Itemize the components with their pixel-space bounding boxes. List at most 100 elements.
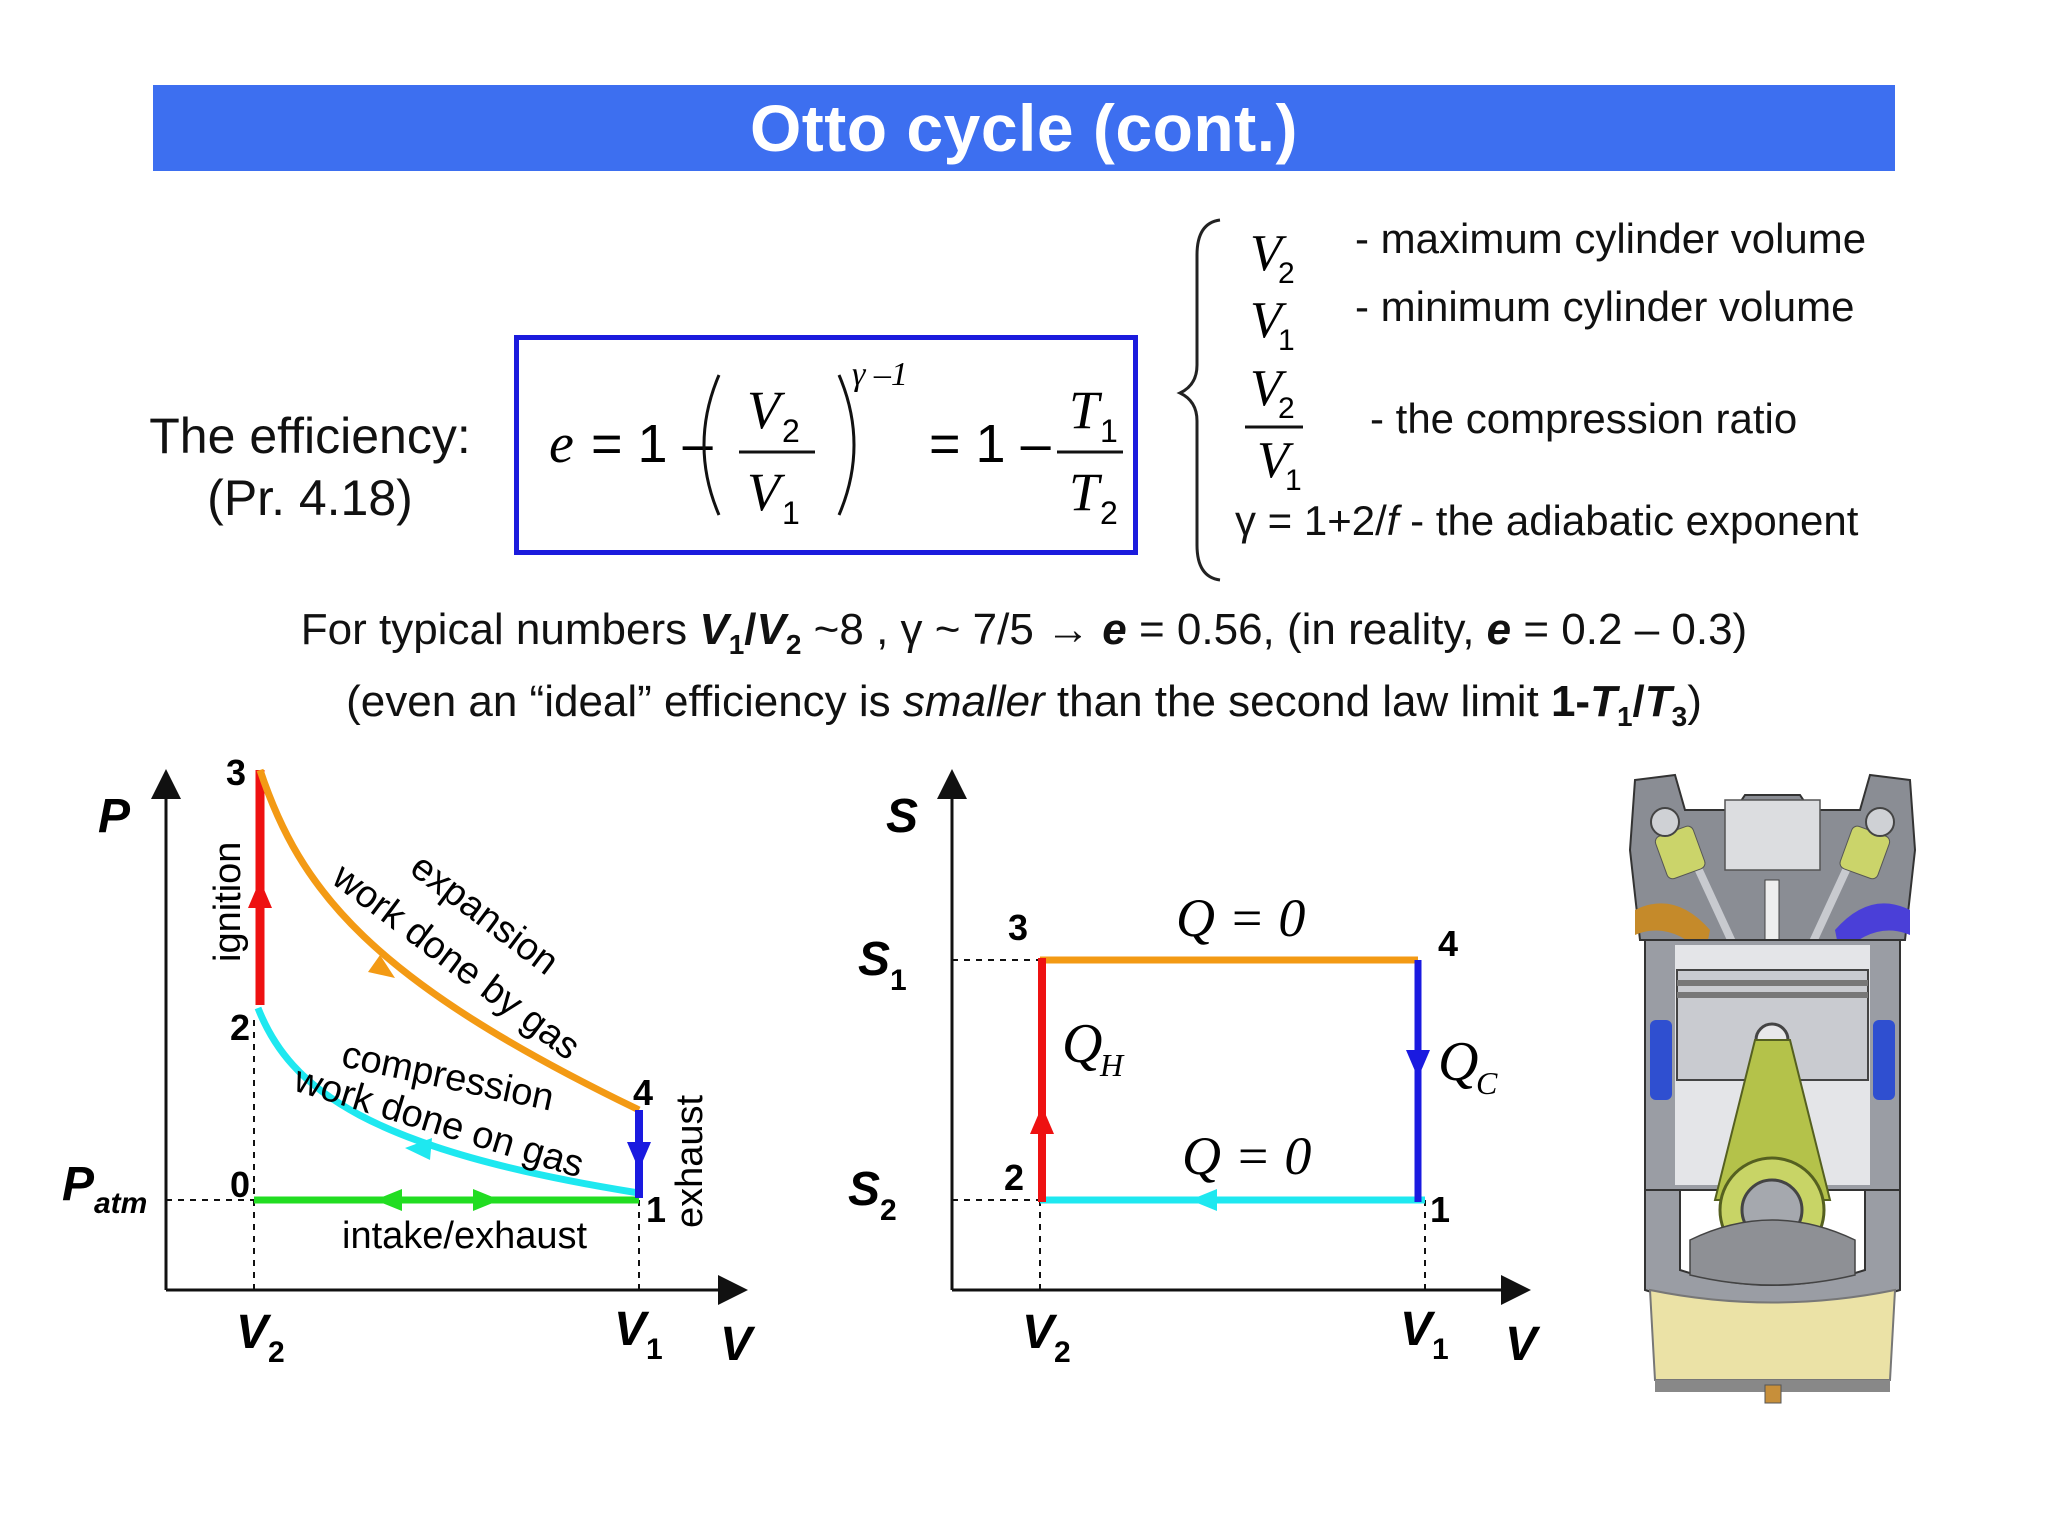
patm-label: P (62, 1158, 95, 1211)
def-ratio-den-sub: 1 (1285, 464, 1302, 497)
pv-compression-curve (254, 1006, 640, 1197)
def-v1-sub: 1 (1278, 324, 1295, 357)
formula-left-paren (702, 374, 721, 516)
combustion-chamber (1724, 799, 1821, 871)
def-ratio-den: V (1257, 432, 1294, 489)
pv-v2-label: V (236, 1306, 272, 1359)
def-v1-symbol: V (1250, 292, 1287, 349)
intake-cam (1650, 807, 1680, 837)
sv-point-2: 2 (1004, 1157, 1024, 1198)
sv-compression-arrow (1190, 1189, 1217, 1211)
formula-num-sub: 2 (782, 413, 800, 449)
formula-t-den: T (1069, 462, 1103, 522)
typical-numbers-line: For typical numbers V1/V2 ~8 , γ ~ 7/5 →… (300, 605, 1748, 660)
sv-heat-out-arrow (1406, 1050, 1430, 1078)
pv-point-3: 3 (226, 752, 246, 793)
formula-den-sub: 1 (782, 495, 800, 531)
second-law-line: (even an “ideal” efficiency is smaller t… (346, 677, 1702, 732)
def-gamma-f: f (1386, 497, 1399, 544)
def-gamma-symbol: γ = 1+2/ (1235, 497, 1387, 544)
formula-t-num-sub: 1 (1100, 413, 1118, 449)
pv-compression-arrow (405, 1138, 432, 1160)
pv-expansion-curve (256, 768, 641, 1114)
patm-sub: atm (94, 1187, 147, 1220)
counterweight (1689, 1219, 1856, 1286)
pv-intake-arrow-left (375, 1189, 402, 1211)
pv-v1-label: V (614, 1303, 650, 1356)
sv-v2-sub: 2 (1054, 1336, 1071, 1369)
sv-qc-sub: C (1476, 1065, 1498, 1101)
def-v2-sub: 2 (1278, 257, 1295, 290)
def-ratio-text: - the compression ratio (1370, 395, 1798, 442)
sv-q-top: Q = 0 (1176, 888, 1305, 948)
efficiency-label-line1: The efficiency: (149, 408, 471, 464)
formula-eq2: = 1 – (929, 414, 1051, 474)
sv-x-axis-label: V (1505, 1318, 1541, 1371)
s2-label: S (848, 1163, 880, 1216)
pv-expansion-arrow (368, 955, 395, 978)
formula-right-paren (837, 374, 856, 516)
def-v1-text: - minimum cylinder volume (1355, 283, 1855, 330)
connecting-rod (1713, 1039, 1832, 1201)
drain-plug (1764, 1384, 1782, 1404)
formula-t-num: T (1069, 380, 1103, 440)
oil-sump (1648, 1288, 1897, 1381)
formula-eq1: = 1 – (591, 414, 713, 474)
s2-sub: 2 (880, 1194, 897, 1227)
s1-sub: 1 (890, 964, 907, 997)
pv-ignition-label: ignition (207, 842, 249, 962)
formula-e: e (549, 413, 574, 475)
exhaust-cam (1865, 807, 1895, 837)
sv-v1-label: V (1400, 1303, 1436, 1356)
pv-ignition-arrow (248, 880, 272, 908)
definitions-panel: V 2 V 1 V 2 V 1 - maximum cylinder volum… (1175, 215, 1935, 585)
sv-point-3: 3 (1008, 907, 1028, 948)
sv-y-axis-label: S (886, 790, 918, 843)
slide-title: Otto cycle (cont.) (749, 91, 1299, 165)
def-gamma: γ = 1+2/f - the adiabatic exponent (1235, 497, 1858, 545)
sv-qc: Q (1438, 1031, 1478, 1093)
def-v2-text: - maximum cylinder volume (1355, 215, 1867, 262)
sv-point-1: 1 (1430, 1189, 1450, 1230)
formula-t-den-sub: 2 (1100, 495, 1118, 531)
pv-point-0: 0 (230, 1164, 250, 1205)
pv-x-axis-label: V (720, 1318, 756, 1371)
pv-v1-sub: 1 (646, 1333, 663, 1366)
pv-intake-arrow-right (473, 1189, 500, 1211)
sv-qh-sub: H (1099, 1047, 1125, 1083)
piston-ring-2 (1677, 992, 1868, 998)
sv-v1-sub: 1 (1432, 1333, 1449, 1366)
pv-exhaust-label: exhaust (669, 1094, 711, 1228)
pv-intake-exhaust-label: intake/exhaust (342, 1215, 587, 1257)
efficiency-formula: e = 1 – V 2 V 1 γ –1 = 1 – T 1 T 2 (549, 356, 1123, 531)
sv-point-4: 4 (1438, 923, 1458, 964)
engine-cross-section-illustration (1628, 773, 1917, 1404)
sv-qh: Q (1062, 1013, 1102, 1075)
pv-y-axis-label: P (98, 790, 131, 843)
pv-point-4: 4 (633, 1072, 653, 1113)
curly-brace (1176, 218, 1221, 582)
formula-den-v: V (747, 462, 786, 522)
pv-exhaust-arrow (627, 1142, 651, 1170)
piston-ring-1 (1677, 980, 1868, 986)
def-ratio-num: V (1250, 360, 1287, 417)
sv-diagram: S V S 1 S 2 V 2 V 1 3 4 2 1 Q = 0 Q = 0 … (848, 769, 1541, 1371)
efficiency-formula-box: e = 1 – V 2 V 1 γ –1 = 1 – T 1 T 2 (514, 335, 1138, 555)
formula-exponent: γ –1 (852, 356, 908, 393)
definitions-brace: V 2 V 1 V 2 V 1 (1176, 218, 1303, 582)
def-ratio-num-sub: 2 (1278, 392, 1295, 425)
pv-point-1: 1 (646, 1189, 666, 1230)
pv-diagram: P V P atm V 2 V 1 3 2 0 4 1 ignition exp… (62, 752, 756, 1371)
def-gamma-text: - the adiabatic exponent (1398, 497, 1859, 544)
coolant-left (1650, 1020, 1672, 1100)
s1-label: S (858, 933, 890, 986)
coolant-right (1873, 1020, 1895, 1100)
efficiency-label: The efficiency: (Pr. 4.18) (130, 405, 490, 529)
sv-q-bottom: Q = 0 (1182, 1126, 1311, 1186)
title-bar: Otto cycle (cont.) (153, 85, 1895, 171)
sv-heat-in-arrow (1030, 1106, 1054, 1134)
pv-v2-sub: 2 (268, 1336, 285, 1369)
pv-point-2: 2 (230, 1007, 250, 1048)
def-v2-symbol: V (1250, 225, 1287, 282)
formula-num-v: V (747, 380, 786, 440)
